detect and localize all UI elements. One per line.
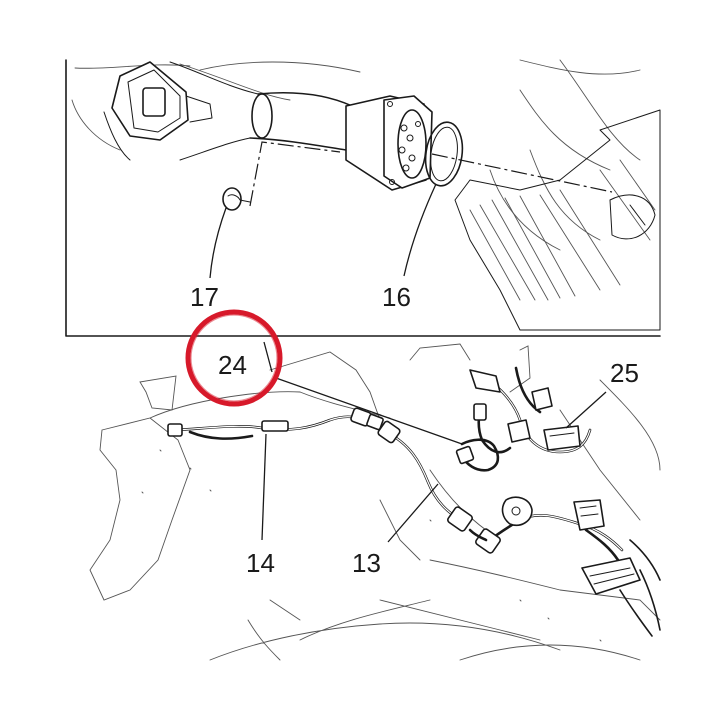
harness-part-24 (275, 377, 512, 472)
harness-right-branch (501, 496, 661, 637)
inset-plug-connector (103, 61, 213, 161)
leader-24-tick (263, 341, 273, 373)
callout-13: 13 (352, 548, 381, 578)
inset-bracket-ribs (469, 159, 656, 301)
highlight-circle (185, 309, 283, 407)
clip-part-17 (222, 187, 251, 211)
alignment-line-clip (249, 141, 341, 207)
o-ring-part-16 (424, 121, 464, 187)
inset-frame (65, 59, 661, 337)
callout-16: 16 (382, 282, 411, 312)
inset-bracket (454, 109, 661, 331)
callout-14: 14 (246, 548, 275, 578)
inset-harness-tube (169, 61, 353, 161)
chassis-outline-left (89, 375, 301, 601)
chassis-speckles (141, 449, 602, 642)
main-view: 25 14 13 24 (89, 309, 661, 661)
harness-part-14 (167, 407, 384, 440)
leader-16 (403, 183, 437, 277)
harness-part-13 (377, 420, 522, 554)
inset-round-connector (345, 95, 433, 191)
callout-17: 17 (190, 282, 219, 312)
inset-clamp (609, 194, 656, 240)
leader-14 (261, 433, 267, 541)
callout-24: 24 (218, 350, 247, 380)
detail-inset: 17 16 (65, 59, 661, 337)
chassis-outline-bottom (209, 559, 661, 661)
callout-25: 25 (610, 358, 639, 388)
leader-13 (387, 483, 439, 543)
leader-17 (209, 207, 227, 279)
harness-part-25 (469, 366, 607, 454)
alignment-line-ring (431, 153, 613, 193)
highlight-circle-inner (190, 314, 278, 402)
